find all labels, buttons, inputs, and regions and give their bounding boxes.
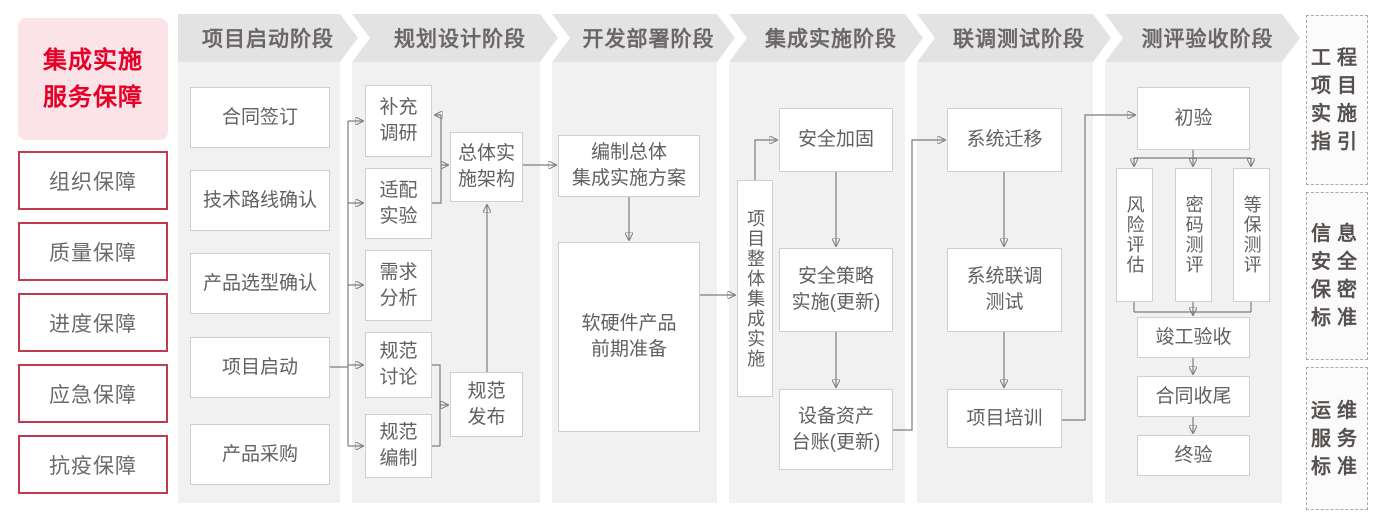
node-asset-ledger-update: 设备资产 台账(更新) (779, 389, 893, 470)
standard-info-security-confidentiality: 信息 安全 保密 标准 (1306, 192, 1368, 360)
node-hw-sw-preparation: 软硬件产品 前期准备 (558, 242, 700, 432)
node-adaptation-test: 适配 实验 (365, 168, 432, 239)
node-project-overall-integration: 项目整体集成实施 (737, 180, 773, 397)
sidebar-item-schedule: 进度保障 (18, 293, 168, 352)
node-crypto-evaluation: 密码测评 (1175, 168, 1212, 302)
node-contract-closure: 合同收尾 (1137, 376, 1250, 417)
node-classified-protection-evaluation: 等保测评 (1233, 168, 1270, 302)
node-spec-release: 规范 发布 (450, 372, 523, 437)
phase-header-develop-deploy: 开发部署阶段 (552, 14, 735, 62)
node-contract-signing: 合同签订 (190, 87, 330, 148)
node-completion-acceptance: 竣工验收 (1137, 317, 1250, 358)
node-requirement-analysis: 需求 分析 (365, 250, 432, 321)
node-initial-acceptance: 初验 (1137, 87, 1250, 150)
sidebar-item-quality: 质量保障 (18, 222, 168, 281)
phase-header-joint-debug-test: 联调测试阶段 (917, 14, 1111, 62)
phase-header-integration-impl: 集成实施阶段 (729, 14, 923, 62)
node-project-training: 项目培训 (947, 389, 1062, 448)
node-project-kickoff: 项目启动 (190, 337, 330, 398)
standard-ops-service: 运维 服务 标准 (1306, 367, 1368, 510)
node-security-hardening: 安全加固 (779, 108, 893, 172)
node-product-procurement: 产品采购 (190, 424, 330, 485)
node-product-selection-confirm: 产品选型确认 (190, 253, 330, 314)
node-system-migration: 系统迁移 (947, 108, 1062, 172)
phase-header-evaluation-acceptance: 测评验收阶段 (1105, 14, 1300, 62)
node-system-joint-debug-test: 系统联调 测试 (947, 248, 1062, 332)
node-overall-impl-architecture: 总体实 施架构 (450, 132, 523, 202)
node-tech-route-confirm: 技术路线确认 (190, 170, 330, 231)
sidebar-item-epidemic: 抗疫保障 (18, 435, 168, 494)
node-risk-assessment: 风险评估 (1116, 168, 1153, 302)
node-spec-drafting: 规范 编制 (365, 414, 432, 478)
node-supplementary-research: 补充 调研 (365, 85, 432, 157)
phase-header-project-kickoff: 项目启动阶段 (178, 14, 358, 62)
sidebar-item-emergency: 应急保障 (18, 364, 168, 423)
standard-project-implementation-guideline: 工程 项目 实施 指引 (1306, 15, 1368, 185)
node-security-policy-update: 安全策略 实施(更新) (779, 248, 893, 332)
node-spec-discussion: 规范 讨论 (365, 332, 432, 398)
phase-header-planning-design: 规划设计阶段 (352, 14, 558, 62)
node-overall-integration-plan: 编制总体 集成实施方案 (558, 135, 700, 197)
node-final-acceptance: 终验 (1137, 435, 1250, 476)
sidebar-item-organization: 组织保障 (18, 151, 168, 210)
sidebar-title: 集成实施 服务保障 (18, 18, 168, 140)
